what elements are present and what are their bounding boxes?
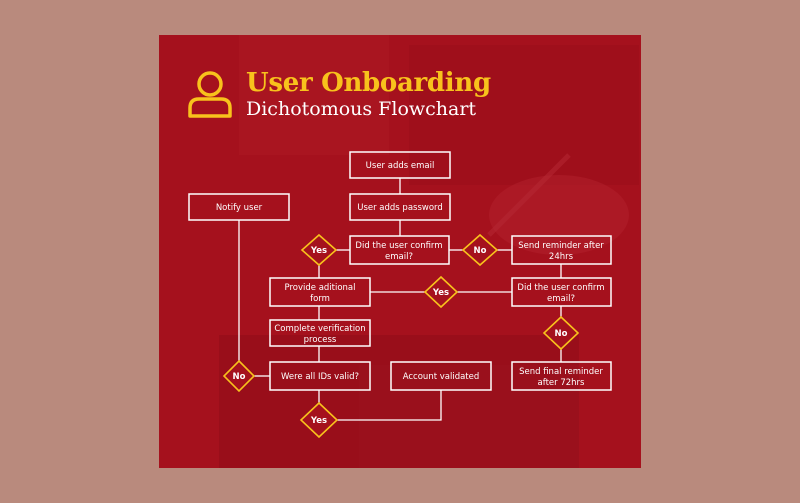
box-notify-user: Notify user (216, 203, 263, 213)
box-user-adds-password: User adds password (357, 203, 443, 213)
box-did-user-confirm-email-2-line1: Did the user confirm (517, 283, 604, 293)
decision-diamond (222, 359, 256, 393)
process-box (511, 361, 612, 391)
decision-diamond (299, 401, 339, 439)
box-send-reminder-24hrs-line2: 24hrs (549, 252, 574, 262)
process-box (349, 193, 451, 221)
page-subtitle: Dichotomous Flowchart (246, 98, 477, 120)
flowchart-card: User Onboarding Dichotomous Flowchart (159, 35, 641, 468)
box-did-user-confirm-email-1-line2: email? (385, 252, 413, 262)
flowchart: User adds email User adds password Notif… (188, 151, 612, 439)
box-provide-additional-form-line1: Provide aditional (284, 283, 355, 293)
box-complete-verification-line2: process (304, 335, 337, 345)
user-icon (188, 71, 232, 118)
process-box (269, 319, 371, 347)
process-box (188, 193, 290, 221)
box-account-validated: Account validated (403, 372, 480, 382)
decision-box (349, 235, 450, 265)
flow-connectors (238, 178, 562, 421)
box-provide-additional-form-line2: form (310, 294, 330, 304)
decision-box (511, 277, 612, 307)
box-did-user-confirm-email-2-line2: email? (547, 294, 575, 304)
decision-diamond (542, 315, 580, 351)
decision-no-not-confirmed: No (474, 246, 487, 256)
process-box (390, 361, 492, 391)
decision-yes-confirmed: Yes (310, 246, 327, 256)
process-box (349, 151, 451, 179)
box-user-adds-email: User adds email (366, 161, 435, 171)
background-photo-texture (159, 35, 641, 468)
box-complete-verification-line1: Complete verification (274, 324, 365, 334)
process-box (511, 235, 612, 265)
decision-no-ids-invalid: No (233, 372, 246, 382)
box-send-final-reminder-line1: Send final reminder (519, 367, 603, 377)
box-send-final-reminder-line2: after 72hrs (538, 378, 586, 388)
process-box (269, 277, 371, 307)
box-were-all-ids-valid: Were all IDs valid? (281, 372, 359, 382)
box-send-reminder-24hrs-line1: Send reminder after (518, 241, 604, 251)
decision-diamond (461, 233, 499, 267)
decision-diamond (300, 233, 338, 267)
decision-no-still-not-confirmed: No (555, 329, 568, 339)
decision-yes-confirmed-later: Yes (432, 288, 449, 298)
box-did-user-confirm-email-1-line1: Did the user confirm (355, 241, 442, 251)
decision-box (269, 361, 371, 391)
page-title: User Onboarding (246, 68, 491, 98)
decision-diamond (423, 275, 459, 309)
decision-yes-ids-valid: Yes (310, 416, 327, 426)
